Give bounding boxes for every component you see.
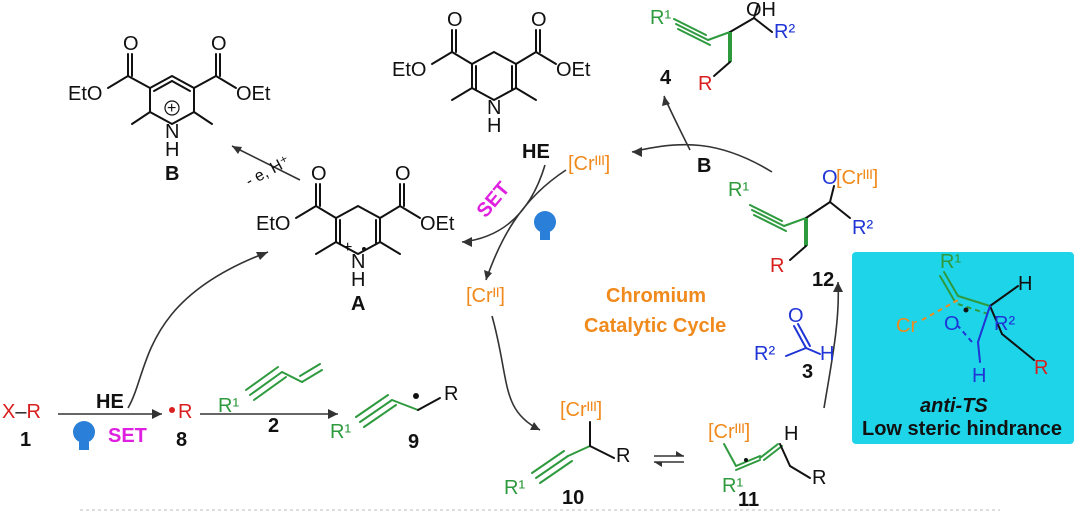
propargyl-radical-9: [355, 394, 441, 428]
B-H: H: [165, 139, 179, 161]
B-plus: +: [167, 100, 176, 117]
light-bulb-icon: [534, 211, 556, 240]
complex11-cr: [Crᴵᴵᴵ]: [708, 421, 750, 443]
anti-ts-label: anti-TS: [920, 395, 988, 417]
complex11-R1: R¹: [722, 475, 743, 497]
HE-EtO: EtO: [392, 59, 426, 81]
radical9-R: R: [444, 383, 458, 405]
complex10-R: R: [616, 445, 630, 467]
cr3-catalyst: [Crᴵᴵᴵ]: [568, 153, 610, 175]
product4-OH: OH: [746, 0, 776, 21]
compound-label-1: 1: [20, 429, 31, 451]
ts-cr: Cr: [896, 315, 917, 337]
complex12-cr: [Crᴵᴵᴵ]: [836, 167, 878, 189]
aldehyde-O: O: [788, 305, 804, 327]
cycle-title-line2: Catalytic Cycle: [584, 315, 726, 337]
complex11-R: R: [812, 467, 826, 489]
HE-H: H: [487, 115, 501, 137]
compound-label-A: A: [351, 293, 365, 315]
hantzsch-ester-HE: [431, 29, 557, 102]
cycle-title-line1: Chromium: [606, 285, 706, 307]
alkylchromium-10: [531, 421, 615, 484]
aldehyde-3: [785, 323, 821, 357]
compound-label-3: 3: [802, 361, 813, 383]
homopropargyl-alcohol-4: [673, 3, 773, 77]
chromium-alkoxide-12: [749, 185, 851, 261]
aldehyde-R2: R²: [754, 343, 775, 365]
ts-R1: R¹: [940, 251, 961, 273]
A-EtO: EtO: [256, 213, 290, 235]
oxidation-reagent: - e, H⁺: [243, 153, 293, 190]
alkyl-radical: R: [178, 401, 192, 423]
compound-label-11: 11: [738, 489, 759, 511]
A-OEt: OEt: [420, 213, 455, 235]
ts-R: R: [1034, 357, 1048, 379]
allenylchromium-11: [723, 443, 811, 479]
B-top-O1: O: [123, 33, 139, 55]
arrow-reagent-B: B: [697, 155, 711, 177]
product4-R: R: [698, 73, 712, 95]
product4-R2: R²: [774, 21, 795, 43]
A-plus: +: [343, 239, 352, 256]
anti-ts-structure: [921, 271, 1035, 363]
alkyl-halide: X–R: [2, 401, 41, 423]
aldehyde-H: H: [820, 343, 834, 365]
set-arrow-upper: [461, 164, 546, 243]
equilibrium-arrows: [654, 451, 684, 467]
B-OEt: OEt: [236, 83, 271, 105]
set-label-upper: SET: [473, 178, 515, 222]
complex11-H: H: [784, 423, 798, 445]
set-label-lower: SET: [108, 425, 147, 447]
ts-R2: R²: [994, 313, 1015, 335]
cycle-arrow-12-to-cr3: [631, 143, 773, 173]
complex12-R: R: [770, 255, 784, 277]
compound-label-10: 10: [562, 487, 584, 509]
enyne-2: [245, 363, 323, 401]
cycle-arrow-cr2-to-10: [491, 315, 541, 431]
B-EtO: EtO: [68, 83, 102, 105]
complex12-R2: R²: [852, 217, 873, 239]
ts-caption: Low steric hindrance: [862, 418, 1062, 440]
compound-label-4: 4: [660, 67, 672, 89]
A-O1: O: [311, 163, 327, 185]
arrow-to-A: [127, 251, 269, 409]
light-bulb-icon-lower: [73, 421, 95, 450]
compound-label-2: 2: [268, 415, 279, 437]
complex12-R1: R¹: [728, 179, 749, 201]
B-N: N: [165, 121, 179, 143]
oxidation-arrow: [231, 145, 301, 181]
A-O2: O: [395, 163, 411, 185]
product4-R1: R¹: [650, 7, 671, 29]
he-label-lower: HE: [96, 391, 124, 413]
complex10-R1: R¹: [504, 477, 525, 499]
compound-label-B: B: [165, 163, 179, 185]
complex10-cr: [Crᴵᴵᴵ]: [560, 399, 602, 421]
cycle-arrow-cr3-to-cr2: [485, 169, 567, 281]
HE-N: N: [487, 97, 501, 119]
complex12-O: O: [822, 167, 838, 189]
radical-cation-A: [295, 183, 421, 256]
A-H: H: [351, 269, 365, 291]
transition-state-panel: [852, 252, 1074, 444]
radical9-R1: R¹: [330, 421, 351, 443]
ts-H-top: H: [1018, 273, 1032, 295]
A-N: N: [351, 251, 365, 273]
compound-label-8: 8: [176, 429, 187, 451]
HE-O1: O: [447, 9, 463, 31]
ts-H-bottom: H: [972, 365, 986, 387]
cr2-catalyst: [Crᴵᴵ]: [466, 285, 505, 307]
compound-label-12: 12: [812, 269, 834, 291]
cycle-arrow-11-to-12: [823, 281, 840, 409]
pyridinium-B: [107, 53, 237, 126]
B-top-O2: O: [211, 33, 227, 55]
HE-O2: O: [531, 9, 547, 31]
HE-OEt: OEt: [556, 59, 591, 81]
compound-label-HE: HE: [522, 141, 550, 163]
ts-O: O: [944, 313, 960, 335]
compound-label-9: 9: [408, 431, 419, 453]
enyne-R1: R¹: [218, 395, 239, 417]
